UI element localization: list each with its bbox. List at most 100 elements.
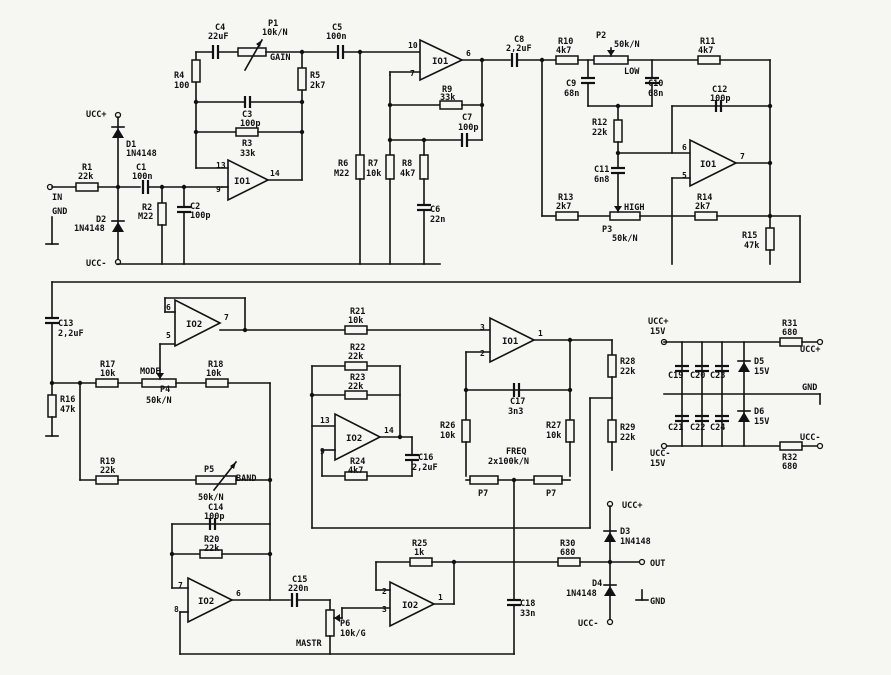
value-r6: M22 [334, 169, 349, 179]
value-r17: 10k [100, 369, 115, 379]
label-r16: R16 [60, 395, 75, 405]
svg-text:3: 3 [382, 605, 387, 614]
resistor-r1 [75, 182, 99, 192]
zener-d6 [738, 412, 750, 422]
label-mastr: MASTR [296, 639, 322, 649]
value-r27: 10k [546, 431, 561, 441]
value-r15: 47k [744, 241, 759, 251]
label-c24: C24 [710, 423, 725, 433]
label-io2-a: IO2 [186, 320, 202, 330]
opamp-io1-tone [689, 138, 738, 188]
svg-text:7: 7 [224, 313, 229, 322]
label-r19: R19 [100, 457, 115, 467]
label-c21: C21 [668, 423, 683, 433]
label-c1: C1 [136, 163, 146, 173]
label-ucc-minus: UCC- [86, 259, 106, 269]
value-c10: 68n [648, 89, 663, 99]
out-terminal [638, 558, 646, 566]
psu-capacitors [675, 341, 729, 447]
value-r22: 22k [348, 352, 363, 362]
label-r25: R25 [412, 539, 427, 549]
resistor-r27 [565, 419, 575, 443]
diode-d1 [112, 128, 124, 138]
label-r11: R11 [700, 37, 715, 47]
opamp-io2-output [187, 576, 234, 624]
label-c19: C19 [668, 371, 683, 381]
value-c15: 220n [288, 584, 308, 594]
label-d4: D4 [592, 579, 602, 589]
label-io2-b: IO2 [346, 434, 362, 444]
value-r12: 22k [592, 128, 607, 138]
value-p6: 10k/G [340, 629, 366, 639]
label-ucc-minus-d4: UCC- [578, 619, 598, 629]
diode-d2 [112, 222, 124, 232]
label-r4: R4 [174, 71, 184, 81]
value-p2: 50k/N [614, 40, 640, 50]
label-p7b: P7 [546, 489, 556, 499]
label-c12: C12 [712, 85, 727, 95]
resistor-r19 [95, 475, 119, 485]
label-io1-a: IO1 [234, 177, 250, 187]
label-io1-b: IO1 [432, 57, 448, 67]
potentiometer-p3 [609, 211, 641, 221]
label-freq: FREQ [506, 447, 526, 457]
svg-text:7: 7 [178, 581, 183, 590]
value-c18: 33n [520, 609, 535, 619]
svg-text:3: 3 [480, 323, 485, 332]
diode-d3 [604, 532, 616, 542]
label-p5: P5 [204, 465, 214, 475]
resistor-r17 [95, 378, 119, 388]
label-io2-c: IO2 [198, 597, 214, 607]
resistor-r5 [297, 67, 307, 91]
label-r12: R12 [592, 118, 607, 128]
potentiometer-p6 [325, 609, 335, 637]
input-protection [111, 111, 125, 266]
label-c18: C18 [520, 599, 535, 609]
label-c16: C16 [418, 453, 433, 463]
label-high: HIGH [624, 203, 644, 213]
label-r22: R22 [350, 343, 365, 353]
resistor-r16 [47, 394, 57, 418]
resistor-r8 [419, 154, 429, 180]
svg-text:7: 7 [740, 152, 745, 161]
value-c2: 100p [190, 211, 210, 221]
value-c12: 100p [710, 94, 730, 104]
potentiometer-p1 [237, 47, 267, 57]
label-r7: R7 [368, 159, 378, 169]
value-c11: 6n8 [594, 175, 609, 185]
resistor-r14 [694, 211, 718, 221]
svg-text:5: 5 [682, 171, 687, 180]
label-gain: GAIN [270, 53, 290, 63]
label-c8: C8 [514, 35, 524, 45]
resistor-r15 [765, 227, 775, 251]
label-d5: D5 [754, 357, 764, 367]
opamp-io1-input [227, 158, 270, 202]
resistor-r22 [344, 361, 368, 371]
value-p1: 10k/N [262, 28, 288, 38]
svg-text:5: 5 [166, 331, 171, 340]
label-low: LOW [624, 67, 640, 77]
label-r18: R18 [208, 360, 223, 370]
value-r13: 2k7 [556, 202, 571, 212]
label-c6: C6 [430, 205, 440, 215]
label-r21: R21 [350, 307, 365, 317]
label-r29: R29 [620, 423, 635, 433]
label-c23: C23 [710, 371, 725, 381]
resistor-r7 [385, 154, 395, 180]
resistor-r13 [555, 211, 579, 221]
svg-text:7: 7 [410, 69, 415, 78]
value-r9: 33k [440, 93, 455, 103]
svg-text:10: 10 [408, 41, 418, 50]
value-r28: 22k [620, 367, 635, 377]
svg-text:6: 6 [236, 589, 241, 598]
value-r3: 33k [240, 149, 255, 159]
value-d2: 1N4148 [74, 224, 105, 234]
svg-text:1: 1 [438, 593, 443, 602]
value-r14: 2k7 [695, 202, 710, 212]
label-r24: R24 [350, 457, 365, 467]
value-c7: 100p [458, 123, 478, 133]
value-r30: 680 [560, 548, 575, 558]
label-r13: R13 [558, 193, 573, 203]
svg-text:6: 6 [682, 143, 687, 152]
label-c4: C4 [215, 23, 225, 33]
